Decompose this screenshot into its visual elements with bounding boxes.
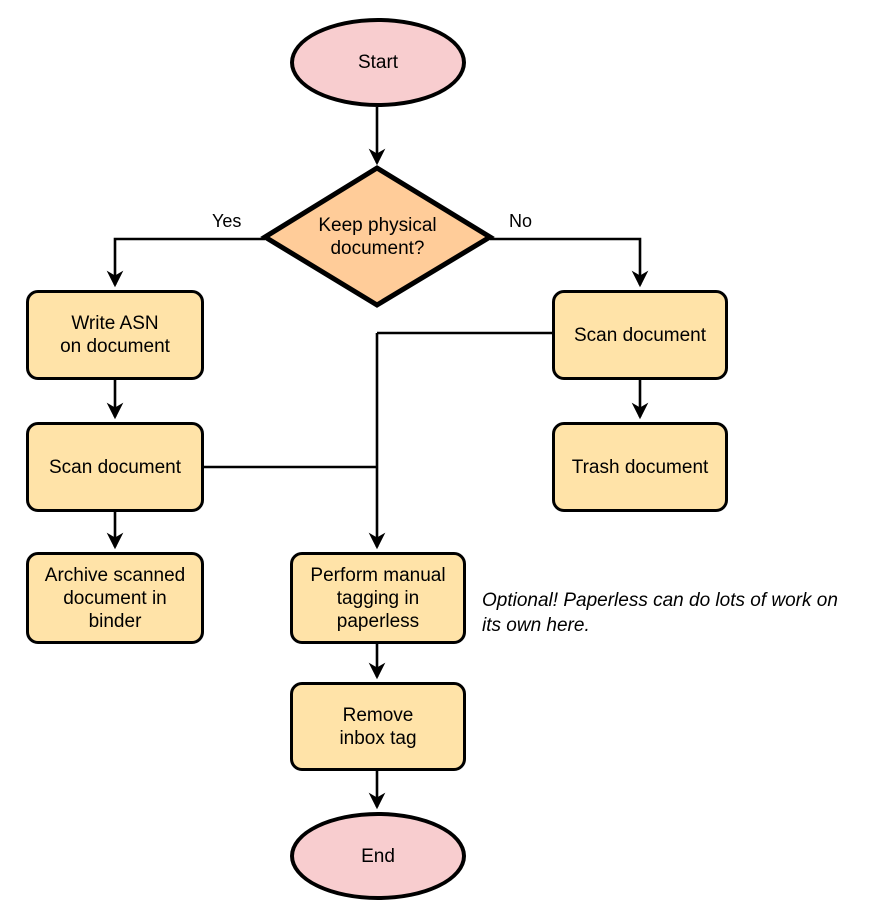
node-tagging-label-line2: tagging in [336, 587, 420, 609]
node-tagging-label-line1: Perform manual [310, 564, 446, 586]
node-trash-document-label: Trash document [571, 456, 709, 478]
node-archive-label-line3: binder [88, 610, 142, 632]
edge-decision-yes-to-write-asn [106, 237, 265, 288]
edge-decision-no-to-scan-right [490, 237, 649, 288]
node-perform-manual-tagging[interactable]: Perform manual tagging in paperless [290, 552, 466, 644]
node-write-asn-label-line2: on document [60, 336, 170, 357]
node-end[interactable]: End [290, 812, 466, 900]
node-scan-document-right-label: Scan document [573, 324, 707, 346]
optional-note-line2: its own here. [482, 615, 590, 636]
node-write-asn-label-line1: Write ASN [71, 313, 159, 334]
node-tagging-label: Perform manual tagging in paperless [310, 564, 445, 633]
optional-note-line1: Optional! Paperless can do lots of work … [482, 590, 838, 611]
node-scan-document-left[interactable]: Scan document [26, 422, 204, 512]
node-end-label: End [361, 845, 395, 867]
node-start[interactable]: Start [290, 18, 466, 107]
edge-label-yes: Yes [210, 211, 244, 232]
node-remove-inbox-label-line2: inbox tag [339, 727, 417, 749]
node-remove-inbox-label: Remove inbox tag [339, 704, 416, 750]
node-decision-label-line1: Keep physical [318, 214, 437, 236]
edge-label-no: No [507, 211, 535, 232]
node-keep-physical-document[interactable]: Keep physical document? [265, 168, 490, 305]
node-remove-inbox-label-line1: Remove [342, 704, 414, 726]
decision-diamond-shape [260, 165, 495, 308]
node-archive-label: Archive scanned document in binder [45, 564, 185, 633]
node-write-asn-on-document[interactable]: Write ASN on document [26, 290, 204, 380]
node-decision-label-line2: document? [330, 237, 425, 259]
node-trash-document[interactable]: Trash document [552, 422, 728, 512]
node-scan-document-right[interactable]: Scan document [552, 290, 728, 380]
node-archive-label-line2: document in [63, 587, 167, 609]
node-scan-document-left-label: Scan document [48, 456, 182, 478]
node-tagging-label-line3: paperless [336, 610, 420, 632]
node-decision-label: Keep physical document? [318, 214, 436, 260]
node-archive-label-line1: Archive scanned [44, 564, 186, 586]
node-write-asn-label: Write ASN on document [60, 312, 170, 358]
node-remove-inbox-tag[interactable]: Remove inbox tag [290, 682, 466, 771]
optional-note: Optional! Paperless can do lots of work … [482, 588, 882, 638]
node-start-label: Start [357, 52, 399, 73]
node-archive-scanned-document[interactable]: Archive scanned document in binder [26, 552, 204, 644]
